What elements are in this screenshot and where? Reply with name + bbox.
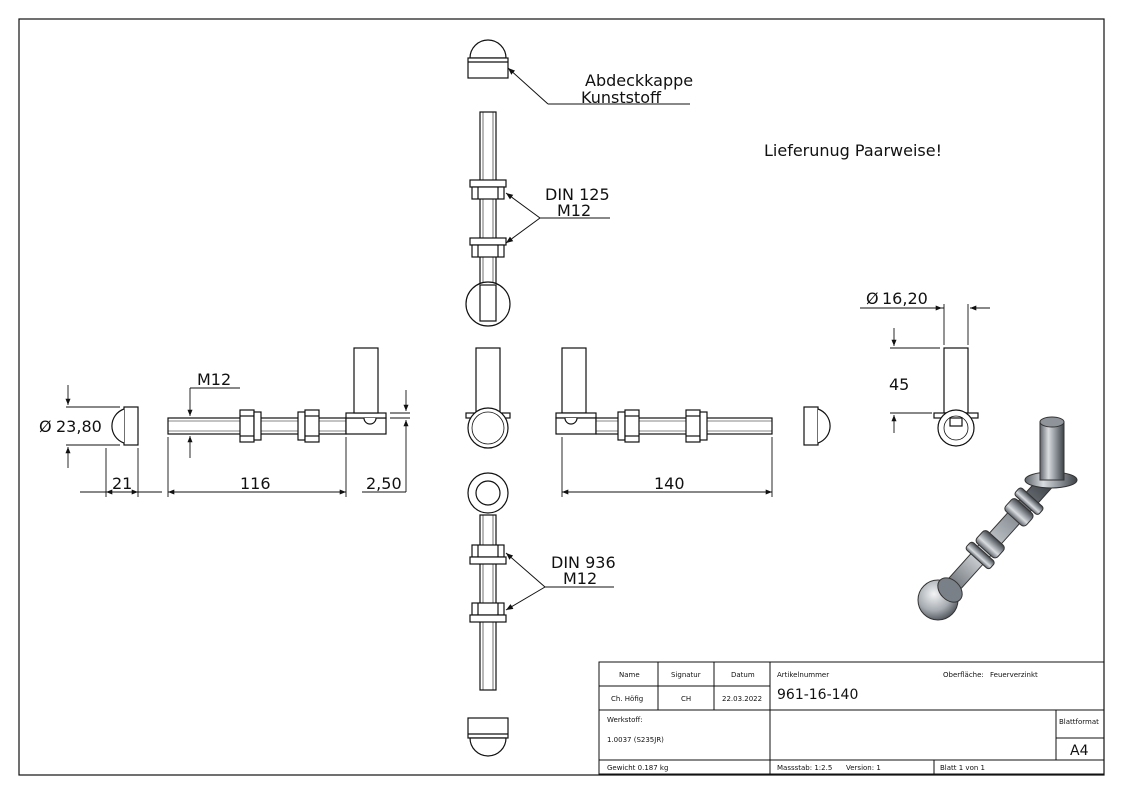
isometric-view [917,416,1078,621]
tb-date-label: Datum [731,671,755,679]
diameter-symbol-pin: Ø [866,289,879,308]
cap-leader [507,67,690,105]
tb-signature-label: Signatur [671,671,701,679]
cap-side-view [111,406,139,446]
cap-side-view-right [803,406,831,446]
cap-bottom-view [467,717,509,757]
side-view-bolt-right [555,347,773,443]
din936-thread-label: M12 [563,569,597,588]
din936-label: DIN 936 [551,553,616,572]
tb-format-value: A4 [1070,743,1089,759]
tb-scale: Massstab: 1:2.5 [777,764,832,772]
diameter-symbol-cap: Ø [39,417,52,436]
sheet-border [18,18,1105,776]
top-view-bolt [465,111,511,327]
side-view-dimensions-left [167,387,410,497]
bottom-view-bolt [467,472,509,691]
title-block [598,661,1105,775]
tb-format-label: Blattformat [1059,718,1099,726]
plate-thickness-value: 2,50 [366,474,402,493]
tb-name-label: Name [619,671,640,679]
tb-version: Version: 1 [846,764,881,772]
total-length-value: 140 [654,474,685,493]
tb-material-label: Werkstoff: [607,716,643,724]
din125-label: DIN 125 [545,185,610,204]
cap-label-line2: Kunststoff [581,88,662,107]
delivery-note: Lieferunug Paarweise! [764,141,942,160]
din125-thread-label: M12 [557,201,591,220]
pin-diameter-value: 16,20 [882,289,928,308]
din936-leader [505,552,614,611]
tb-surface-value: Feuerverzinkt [990,671,1038,679]
tb-signature-value: CH [681,695,691,703]
cap-length-value: 21 [112,474,132,493]
cap-dimensions [65,385,162,497]
tb-article-label: Artikelnummer [777,671,829,679]
total-length-dimension [561,437,773,497]
tb-article-value: 961-16-140 [777,687,858,703]
cap-top-view [467,39,509,79]
cap-diameter-value: 23,80 [56,417,102,436]
thread-label-left: M12 [197,370,231,389]
pin-height-value: 45 [889,375,909,394]
side-view-bolt-left [167,347,387,443]
tb-surface-label: Oberfläche: [943,671,984,679]
top-right-dimensions [860,304,990,433]
tb-weight: Gewicht 0.187 kg [607,764,668,772]
cap-label-line1: Abdeckkappe [585,71,693,90]
tb-date-value: 22.03.2022 [722,695,762,703]
tb-sheet: Blatt 1 von 1 [940,764,985,772]
din125-leader [505,192,610,244]
front-view [465,347,511,449]
tb-name-value: Ch. Höfig [611,695,643,703]
tb-material-value: 1.0037 (S235JR) [607,736,664,744]
thread-length-value: 116 [240,474,271,493]
top-right-view [933,347,979,447]
